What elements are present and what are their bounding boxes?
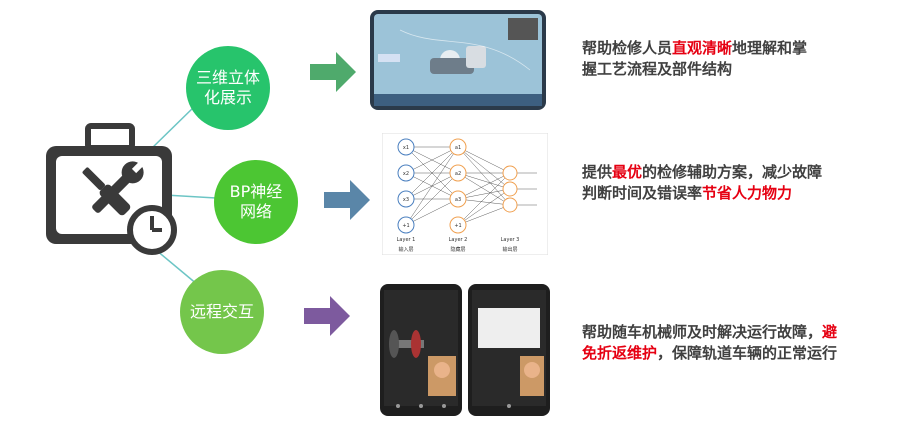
input-node-label: x1 [403, 145, 409, 151]
node-bp-network: BP神经网络 [214, 160, 298, 244]
arrow-right-icon [304, 296, 350, 336]
layer-sublabel: 输入层 [398, 246, 413, 253]
hidden-node-label: +1 [454, 223, 461, 229]
description-text: 帮助检修人员 [582, 39, 673, 57]
connector-line-1 [149, 104, 197, 151]
layer-sublabel: 隐藏层 [450, 246, 465, 253]
phone-screenshot-3d [380, 284, 462, 416]
description-highlight: 最优 [612, 163, 643, 181]
3d-model-screenshot [370, 10, 546, 110]
description-2: 提供最优的检修辅助方案，减少故障判断时间及错误率节省人力物力 [582, 162, 832, 204]
description-text: 帮助随车机械师及时解决运行故障， [582, 323, 823, 341]
node-label: BP神经网络 [229, 182, 283, 221]
input-node-label: x3 [403, 197, 409, 203]
node-label: 三维立体化展示 [195, 68, 260, 107]
input-node-label: +1 [402, 223, 409, 229]
arrow-right-icon [310, 52, 356, 92]
description-highlight: 节省人力物力 [702, 184, 793, 202]
layer-label: Layer 2 [449, 237, 468, 243]
description-text: 提供 [582, 163, 613, 181]
hidden-node-label: a1 [455, 145, 461, 151]
description-text: 地理解和掌握工艺流程及部件结构 [582, 39, 808, 78]
description-highlight: 避免折返维护 [582, 323, 838, 362]
connector-line-2 [164, 194, 217, 199]
toolbox-icon [46, 123, 177, 255]
node-3d-display: 三维立体化展示 [186, 46, 270, 130]
description-1: 帮助检修人员直观清晰地理解和掌握工艺流程及部件结构 [582, 38, 822, 80]
hidden-node-label: a3 [455, 197, 461, 203]
layer-sublabel: 输出层 [502, 246, 517, 253]
description-highlight: 直观清晰 [672, 39, 733, 57]
layer-label: Layer 3 [501, 237, 520, 243]
layer-label: Layer 1 [397, 237, 416, 243]
input-node-label: x2 [403, 171, 409, 177]
arrow-right-icon [324, 180, 370, 220]
node-label: 远程交互 [189, 302, 254, 321]
description-text: 的检修辅助方案，减少故障判断时间及错误率 [582, 163, 823, 202]
description-3: 帮助随车机械师及时解决运行故障，避免折返维护，保障轨道车辆的正常运行 [582, 322, 844, 364]
phone-screenshot-chat [468, 284, 550, 416]
node-remote-interaction: 远程交互 [180, 270, 264, 354]
bp-network-diagram: x1 x2 x3 +1 a1 a2 a3 +1 Layer 1 Layer 2 … [382, 133, 548, 255]
description-text: ，保障轨道车辆的正常运行 [657, 344, 838, 362]
hidden-node-label: a2 [455, 171, 461, 177]
